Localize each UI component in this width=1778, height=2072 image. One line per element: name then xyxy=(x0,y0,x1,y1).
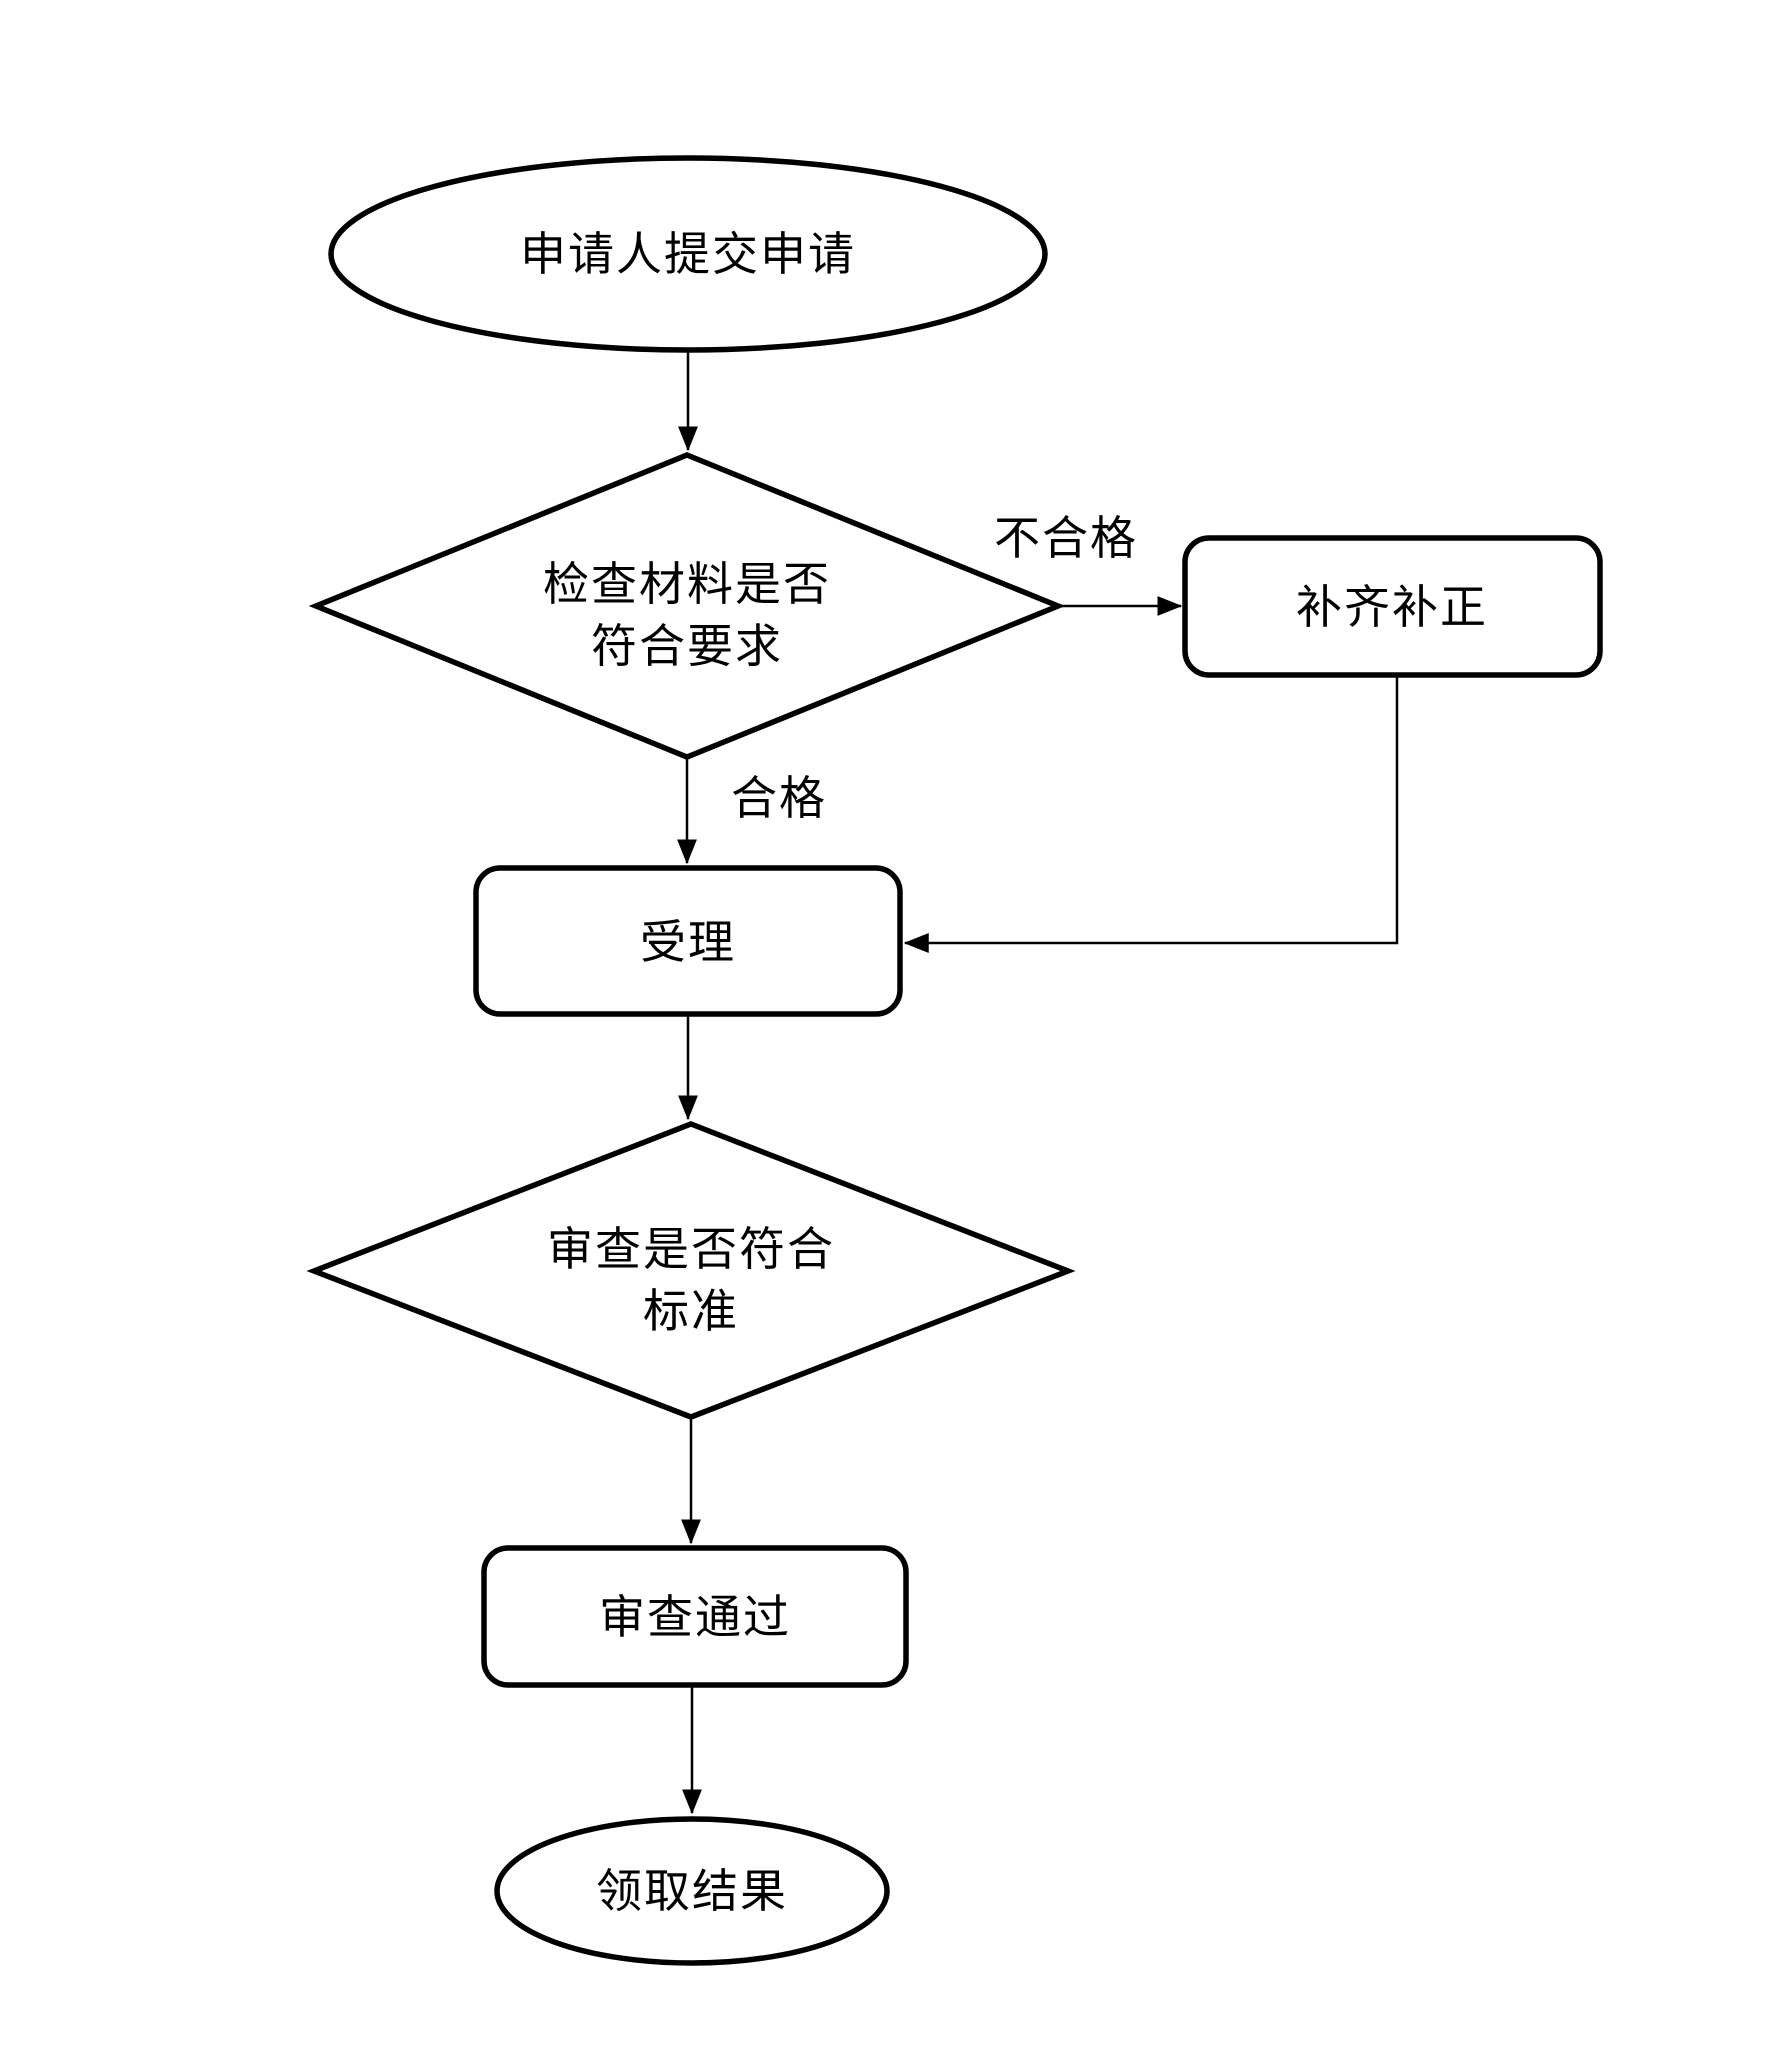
start-node: 申请人提交申请 xyxy=(328,155,1048,353)
review-standard-label-line1: 审查是否符合 xyxy=(547,1224,835,1275)
check-materials-label-line2: 符合要求 xyxy=(591,621,783,672)
qualified-edge-label: 合格 xyxy=(731,773,827,824)
check-materials-diamond xyxy=(308,452,1066,760)
supplement-correct-label: 补齐补正 xyxy=(1296,582,1488,633)
review-passed-label: 审查通过 xyxy=(599,1592,791,1643)
unqualified-edge-label: 不合格 xyxy=(994,513,1138,564)
check-materials-label-line1: 检查材料是否 xyxy=(543,559,831,610)
review-passed-node: 审查通过 xyxy=(481,1545,909,1688)
check-materials-node: 检查材料是否 符合要求 xyxy=(308,452,1066,760)
end-ellipse xyxy=(494,1816,890,1966)
review-standard-label-line2: 标准 xyxy=(643,1286,739,1337)
accept-box xyxy=(473,865,903,1017)
end-node: 领取结果 xyxy=(494,1816,890,1966)
accept-node: 受理 xyxy=(473,865,903,1017)
start-ellipse xyxy=(328,155,1048,353)
accept-label: 受理 xyxy=(640,917,736,968)
connectors xyxy=(677,350,1399,1815)
start-label: 申请人提交申请 xyxy=(520,229,856,280)
review-passed-box xyxy=(481,1545,909,1688)
supplement-correct-box xyxy=(1182,535,1603,678)
review-standard-diamond xyxy=(306,1121,1076,1420)
review-standard-node: 审查是否符合 标准 xyxy=(306,1121,1076,1420)
supplement-correct-node: 补齐补正 xyxy=(1182,535,1603,678)
end-label: 领取结果 xyxy=(596,1866,788,1917)
edge-supplement-to-accept xyxy=(903,675,1399,953)
